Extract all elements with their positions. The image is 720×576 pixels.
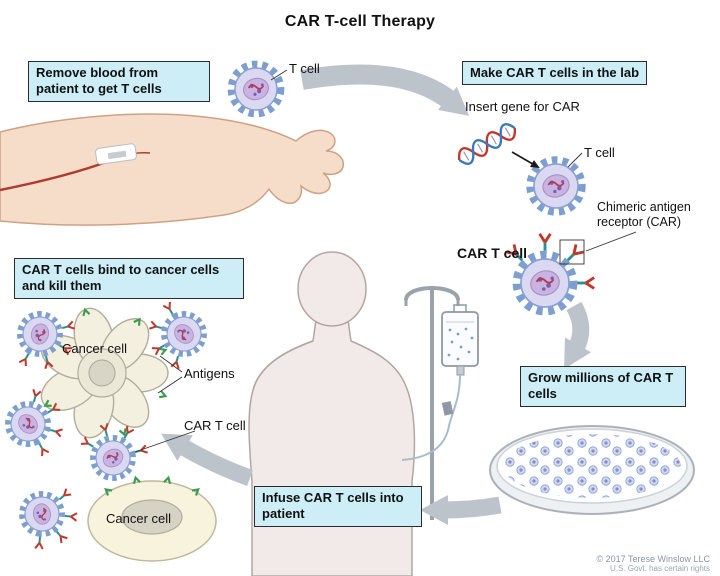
arrow-infuse-to-cancer (161, 433, 253, 487)
t-cell-lab-illustration (531, 161, 582, 212)
receptor-callout-box (559, 239, 585, 265)
patient-arm-illustration (0, 113, 345, 226)
copyright-line2: U.S. Govt. has certain rights (609, 564, 710, 573)
label-pointer-lines (134, 69, 637, 453)
label-cancer-cell-top: Cancer cell (62, 341, 128, 356)
arrow-cart-to-grow (564, 301, 592, 370)
page-title: CAR T-cell Therapy (284, 13, 436, 30)
cancer-cell-bottom-illustration (87, 475, 217, 562)
label-car-t-cell-left: CAR T cell (184, 418, 246, 433)
iv-stand-illustration (401, 286, 479, 520)
petri-dish-illustration (489, 425, 695, 515)
label-car-t-cell: CAR T cell (457, 245, 528, 261)
arrow-dish-to-infuse (420, 494, 502, 525)
label-insert-gene: Insert gene for CAR (465, 99, 580, 114)
label-cancer-cell-bottom: Cancer cell (106, 511, 172, 526)
copyright-credit: © 2017 Terese Winslow LLC U.S. Govt. has… (596, 554, 710, 573)
car-t-cell-cluster-5 (19, 485, 79, 552)
label-t-cell-top: T cell (289, 61, 320, 76)
iv-bag (441, 304, 479, 376)
step-box-bind-kill: CAR T cells bind to cancer cells and kil… (14, 258, 244, 299)
patient-body-silhouette (248, 251, 416, 576)
label-antigens: Antigens (184, 366, 235, 381)
flow-arrows (161, 64, 592, 525)
step-box-grow: Grow millions of CAR T cells (520, 366, 686, 407)
step-box-make-car: Make CAR T cells in the lab (462, 61, 648, 86)
iv-clamp (441, 401, 454, 416)
copyright-line1: © 2017 Terese Winslow LLC (596, 554, 710, 564)
iv-tube (401, 374, 461, 461)
label-t-cell-lab: T cell (584, 145, 615, 160)
label-chimeric-receptor: Chimeric antigen receptor (CAR) (597, 200, 691, 229)
arrow-arm-to-lab (300, 64, 470, 116)
cancer-cell-cluster-illustration (40, 307, 169, 439)
step-box-infuse: Infuse CAR T cells into patient (254, 486, 422, 527)
step-box-remove-blood: Remove blood from patient to get T cells (28, 61, 210, 102)
insert-gene-arrow (511, 151, 540, 168)
dna-helix-illustration (457, 123, 517, 165)
patient-head (297, 251, 367, 327)
t-cell-top-illustration (232, 65, 280, 113)
iv-needle-tape (95, 143, 137, 165)
